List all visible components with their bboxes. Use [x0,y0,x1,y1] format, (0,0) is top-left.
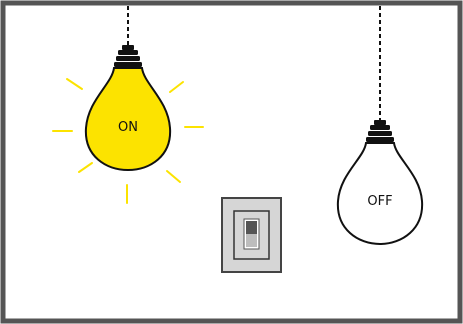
switch-toggle-down [246,234,257,247]
bulb-off: OFF [336,6,424,246]
bulb-on-socket [114,45,142,67]
switch-toggle-up [246,221,257,234]
glow-rays [52,78,204,204]
glow-ray [66,78,83,90]
bulb-on: ON [52,6,204,204]
bulb-off-label: OFF [367,194,392,209]
bulb-on-label: ON [118,120,138,135]
glow-ray [166,170,181,183]
glow-ray [169,81,184,93]
light-switch [221,197,282,273]
bulb-off-glass [336,142,424,246]
bulb-off-socket [366,120,394,142]
glow-ray [78,162,93,173]
bulb-on-glass [84,67,172,172]
